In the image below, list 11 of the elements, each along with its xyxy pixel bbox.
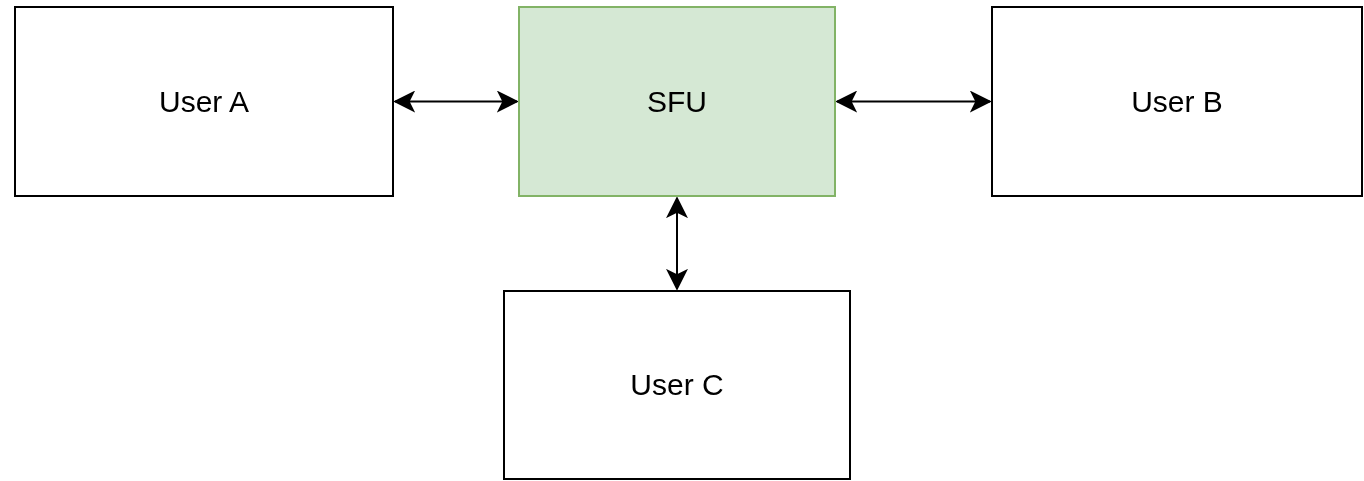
node-label: User B	[1131, 84, 1223, 119]
node-label: User C	[630, 368, 724, 402]
user-box	[14, 6, 394, 197]
user-box	[991, 6, 1363, 197]
double-arrow	[666, 196, 688, 291]
user-box	[503, 290, 851, 480]
node-label: User A	[159, 84, 249, 119]
double-arrow	[835, 90, 992, 113]
server-box	[518, 6, 836, 197]
double-arrow	[393, 90, 519, 113]
node-label: SFU	[647, 84, 707, 119]
